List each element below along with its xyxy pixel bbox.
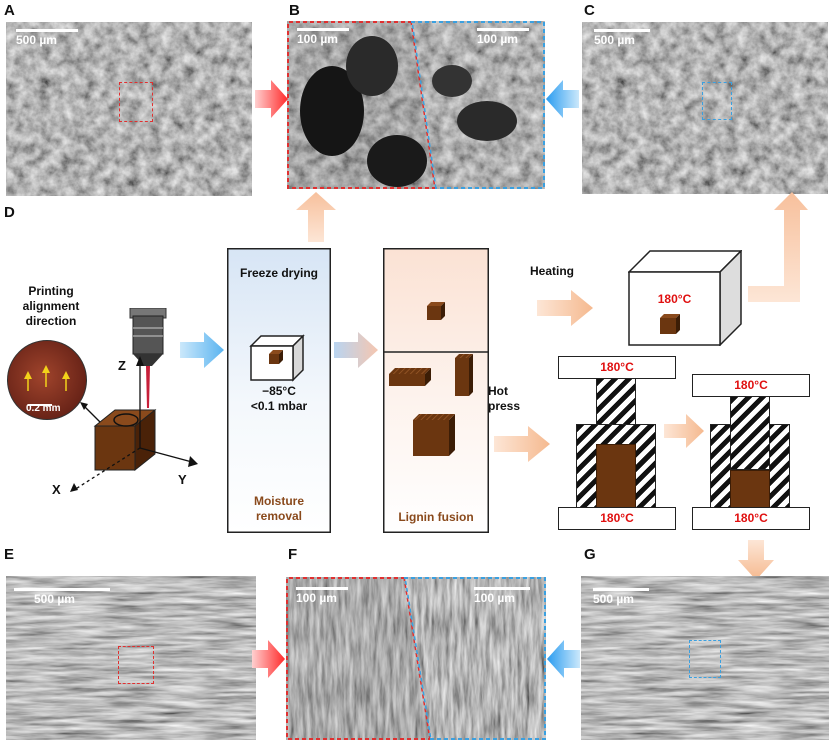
freeze-footer: Moisture removal <box>227 494 331 524</box>
press2-ram-front <box>730 396 770 470</box>
arrow-e-to-f <box>252 640 285 678</box>
freeze-temp: −85°C <box>262 384 296 398</box>
sem-image-g: 500 µm <box>581 576 829 740</box>
arrow-press-to-press <box>664 414 704 448</box>
hotpress-label: Hot press <box>488 384 520 414</box>
scale-bar-c: 500 µm <box>594 29 650 47</box>
printing-title-line1: Printing <box>28 284 74 298</box>
press1-bottom-platen: 180°C <box>558 507 676 530</box>
panel-label-d: D <box>4 204 15 221</box>
zoom-box-red-e <box>118 646 154 684</box>
arrow-heating-to-c <box>748 192 808 302</box>
arrow-c-to-b <box>546 80 579 118</box>
zoom-box-blue-g <box>689 640 721 678</box>
arrow-heating <box>537 290 593 326</box>
press1-sample <box>596 444 636 508</box>
zoom-box-red <box>119 82 153 122</box>
press2-bottom-platen: 180°C <box>692 507 810 530</box>
arrow-hotpress <box>494 426 550 462</box>
sem-image-e: 500 µm <box>6 576 256 740</box>
sem-image-f: 100 µm 100 µm <box>286 577 546 740</box>
panel-label-b: B <box>289 2 300 19</box>
arrow-g-to-f <box>547 640 580 678</box>
arrow-freeze-to-lignin <box>334 332 378 368</box>
scale-bar-g: 500 µm <box>593 588 649 606</box>
printing-inset-image: 0.2 mm <box>7 340 87 420</box>
arrow-print-to-freeze <box>180 332 224 368</box>
heating-label: Heating <box>530 264 575 278</box>
axis-z-label: Z <box>118 358 126 373</box>
scale-label-f-left: 100 µm <box>296 591 337 605</box>
printing-schematic <box>70 308 198 492</box>
printed-cube <box>93 408 157 472</box>
inset-scale-label: 0.2 mm <box>26 403 61 414</box>
scale-label-b-right: 100 µm <box>477 32 518 46</box>
press2-top-platen: 180°C <box>692 374 810 397</box>
hotpress-label-line1: Hot <box>488 384 508 398</box>
lignin-fusion-box <box>383 248 489 533</box>
scale-bar-a: 500 µm <box>16 29 78 47</box>
sem-image-a: 500 µm <box>6 22 252 196</box>
scale-bar-e: 500 µm <box>14 588 110 606</box>
scale-label-a: 500 µm <box>16 33 57 47</box>
freeze-footer-line2: removal <box>255 509 303 523</box>
freeze-title: Freeze drying <box>239 266 319 280</box>
press1-top-platen: 180°C <box>558 356 676 379</box>
panel-label-f: F <box>288 546 298 563</box>
scale-label-b-left: 100 µm <box>297 32 338 46</box>
panel-label-g: G <box>584 546 596 563</box>
scale-bar-b-right: 100 µm <box>477 28 529 46</box>
press1-ram <box>596 378 636 426</box>
arrow-a-to-b <box>255 80 288 118</box>
arrow-freeze-to-b <box>296 192 336 242</box>
printing-title-line2: alignment <box>22 299 80 313</box>
panel-label-a: A <box>4 2 15 19</box>
panel-label-c: C <box>584 2 595 19</box>
panel-label-e: E <box>4 546 15 563</box>
zoom-box-blue <box>702 82 732 120</box>
scale-label-g: 500 µm <box>593 592 634 606</box>
oven-temp: 180°C <box>657 292 692 306</box>
freeze-conditions: −85°C <0.1 mbar <box>227 384 331 414</box>
hotpress-label-line2: press <box>488 399 521 413</box>
axis-y-label: Y <box>178 472 187 487</box>
freeze-drying-box <box>227 248 331 533</box>
arrow-press-to-g <box>738 540 774 580</box>
scale-label-c: 500 µm <box>594 33 635 47</box>
scale-bar-b-left: 100 µm <box>297 28 349 46</box>
printing-title-line3: direction <box>25 314 77 328</box>
press2-sample <box>730 470 770 508</box>
freeze-footer-line1: Moisture <box>253 494 304 508</box>
scale-label-f-right: 100 µm <box>474 591 515 605</box>
sem-image-c: 500 µm <box>582 22 828 194</box>
oven-box <box>628 250 742 346</box>
scale-bar-f-left: 100 µm <box>296 587 348 605</box>
printing-title: Printing alignment direction <box>6 284 96 329</box>
lignin-footer: Lignin fusion <box>398 510 474 524</box>
freeze-pressure: <0.1 mbar <box>250 399 308 413</box>
scale-bar-f-right: 100 µm <box>474 587 530 605</box>
sem-image-b: 100 µm 100 µm <box>287 21 545 189</box>
scale-label-e: 500 µm <box>34 592 75 606</box>
axis-x-label: X <box>52 482 61 497</box>
